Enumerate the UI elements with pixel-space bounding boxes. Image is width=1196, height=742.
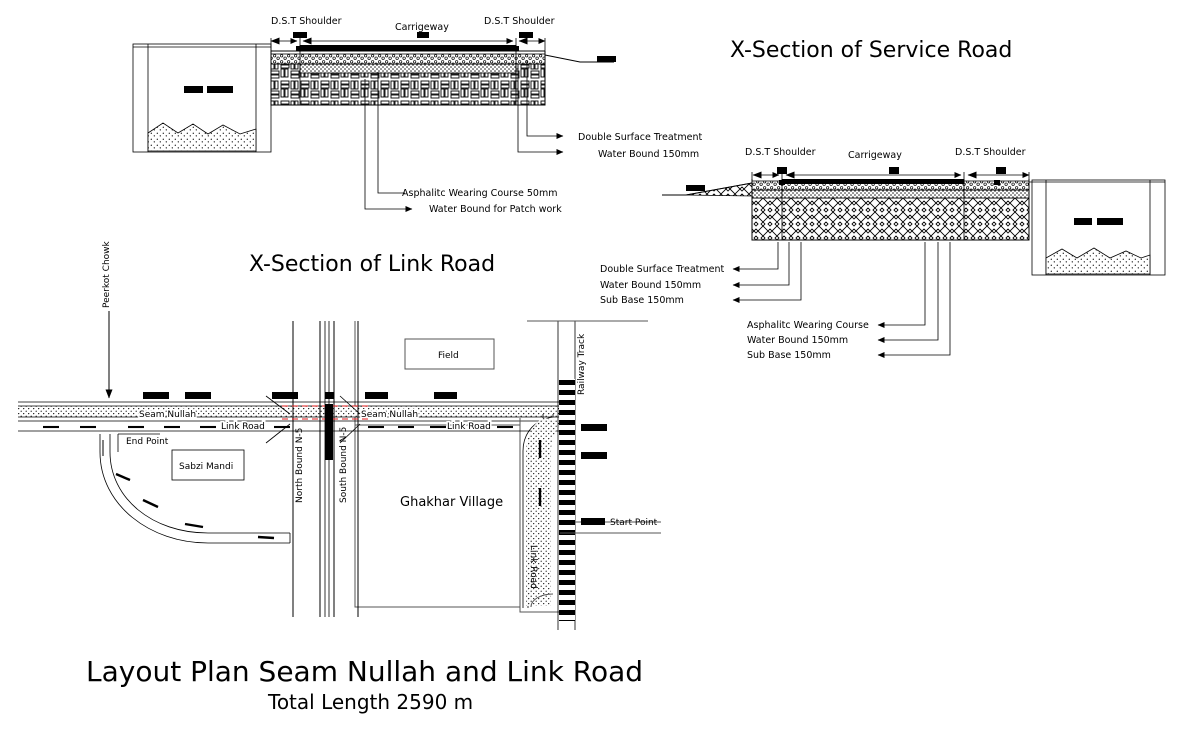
crossing-structure-block [325,404,333,460]
label-north-bound-n5: North Bound N-5 [295,428,305,503]
link-road-cross-section: D.S.T Shoulder Carrigeway D.S.T Shoulder… [132,16,703,215]
start-point-marker [581,518,605,525]
label-seam-nullah-right: Seam Nullah [361,410,418,420]
link-road-pavement [270,45,546,106]
callout-sub-base-150-lower: Sub Base 150mm [747,350,831,361]
label-dst-shoulder-left-service: D.S.T Shoulder [745,147,816,158]
label-start-point: Start Point [610,518,658,528]
n5-highway: North Bound N-5 South Bound N-5 [282,321,370,617]
callout-asphaltic-wearing-course-service: Asphalitc Wearing Course [747,320,869,331]
redacted-dim-block [686,185,705,191]
service-road-callouts-upper: Double Surface Treatment Water Bound 150… [600,242,802,306]
layout-plan: Ghakhar Village Field Seam Nullah Seam N… [18,240,661,630]
redacted-dim-block [1074,218,1092,225]
callout-sub-base-150-service: Sub Base 150mm [600,295,684,306]
label-sabzi-mandi: Sabzi Mandi [179,462,233,472]
redacted-dim-block [777,167,787,174]
callout-water-bound-patchwork: Water Bound for Patch work [429,204,562,215]
redacted-dim-block [519,32,533,38]
service-road-callouts-lower: Asphalitc Wearing Course Water Bound 150… [747,242,951,361]
service-road-pavement [751,179,1030,241]
link-road-corridor: Link Road Link Road [18,421,566,434]
label-link-road-right: Link Road [447,422,491,432]
link-road-right-embankment [544,54,616,63]
redacted-dim-block [207,86,233,93]
label-dst-shoulder-left: D.S.T Shoulder [271,16,342,27]
callout-asphaltic-wearing-course: Asphalitc Wearing Course 50mm [402,188,557,199]
redacted-dim-block [996,167,1006,174]
redacted-dim-block [513,46,519,51]
redacted-plan-markers-east [581,424,607,459]
callout-double-surface-treatment: Double Surface Treatment [578,132,703,143]
label-carriageway: Carrigeway [395,22,449,33]
nullah-channel-box-right [1031,179,1166,276]
redacted-dim-block [889,167,899,174]
label-dst-shoulder-right-service: D.S.T Shoulder [955,147,1026,158]
service-road-dimension-line [751,167,1030,185]
link-road-callouts-bottom: Asphalitc Wearing Course 50mm Water Boun… [364,72,562,215]
link-road-callouts-right: Double Surface Treatment Water Bound 150… [517,60,703,160]
field-box: Field [404,338,495,370]
loop-ramp-road [99,434,291,544]
callout-water-bound-150: Water Bound 150mm [598,149,699,160]
redacted-dim-block [1097,218,1123,225]
railway-sleepers [559,379,575,621]
label-seam-nullah-left: Seam Nullah [139,410,196,420]
nullah-channel-box-left [132,43,272,153]
label-railway-track: Railway Track [577,333,587,395]
redacted-dim-block [597,56,616,62]
redacted-dim-block [417,32,429,38]
label-dst-shoulder-right: D.S.T Shoulder [484,16,555,27]
callout-double-surface-treatment-service: Double Surface Treatment [600,264,725,275]
plan-main-title: Layout Plan Seam Nullah and Link Road [86,655,643,688]
peerkot-chowk-annotation: Peerkot Chowk [102,240,113,399]
service-road-cross-section: D.S.T Shoulder Carrigeway D.S.T Shoulder… [600,147,1166,361]
end-point-annotation: End Point [102,437,169,456]
seam-nullah-corridor: Seam Nullah Seam Nullah [18,401,566,422]
label-field: Field [438,351,459,361]
label-end-point: End Point [126,437,169,447]
redacted-dim-block [184,86,203,93]
label-south-bound-n5: South Bound N-5 [339,427,349,503]
title-link-road: X-Section of Link Road [249,252,495,277]
title-service-road: X-Section of Service Road [730,38,1012,63]
label-peerkot-chowk: Peerkot Chowk [102,240,112,308]
label-carriageway-service: Carrigeway [848,150,902,161]
sabzi-mandi-box: Sabzi Mandi [171,449,245,481]
label-link-road-left: Link Road [221,422,265,432]
label-ghakhar-village: Ghakhar Village [400,495,503,510]
start-point-annotation: Start Point [581,518,658,528]
loop-ramp-dashes [115,472,275,540]
link-road-dimension-line [270,32,546,52]
label-link-road-vertical: Link Road [528,545,538,589]
redacted-dim-block [994,180,1000,185]
callout-water-bound-150-service: Water Bound 150mm [600,280,701,291]
redacted-dim-block [293,32,307,38]
redacted-dim-block [296,46,302,51]
plan-sub-title: Total Length 2590 m [267,690,473,714]
redacted-dim-block [779,180,785,185]
railway-track: Railway Track [557,321,587,630]
callout-water-bound-150-lower: Water Bound 150mm [747,335,848,346]
redacted-plan-markers [143,392,457,399]
